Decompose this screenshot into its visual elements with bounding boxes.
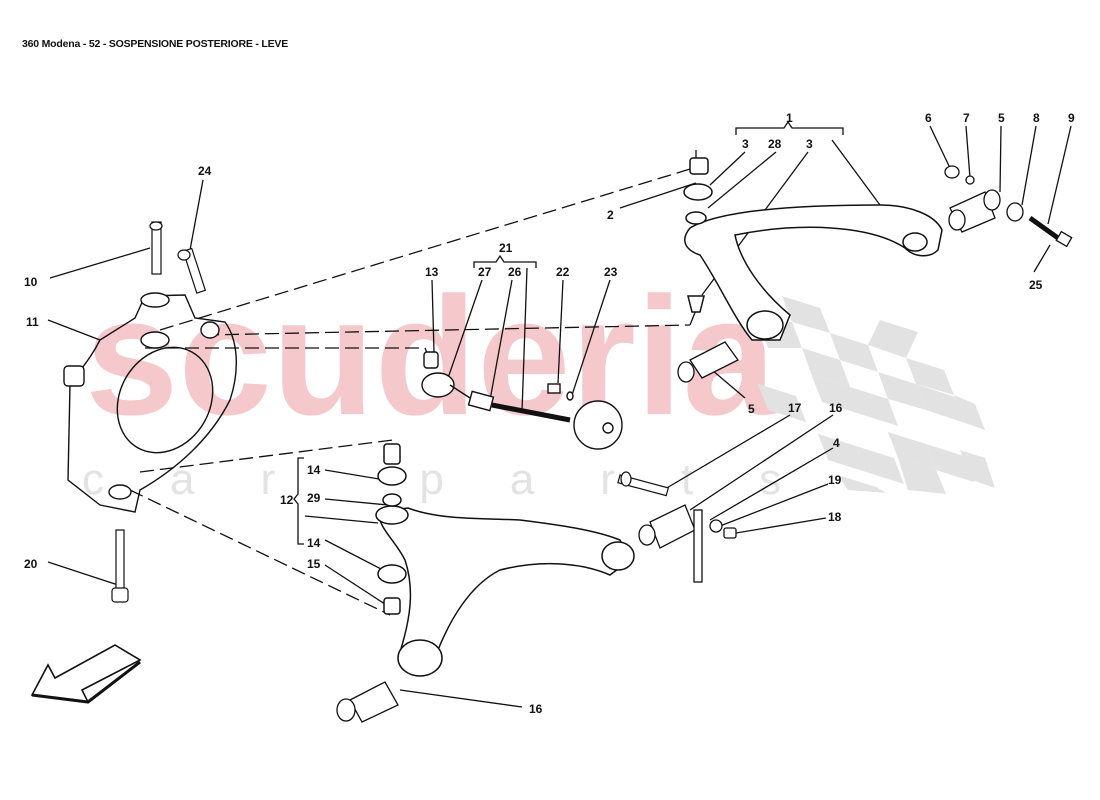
callout-15: 15 <box>307 557 321 571</box>
callout-22: 22 <box>556 265 570 279</box>
callout-9: 9 <box>1068 111 1075 125</box>
callout-28: 28 <box>768 137 782 151</box>
upper-bush-hardware <box>677 165 1073 383</box>
callout-6: 6 <box>925 111 932 125</box>
callout-1: 1 <box>786 111 793 125</box>
callout-24: 24 <box>198 164 212 178</box>
callout-11: 11 <box>26 315 39 329</box>
callout-17: 17 <box>788 401 802 415</box>
hub-carrier-part <box>63 292 238 513</box>
callout-14: 14 <box>307 463 321 477</box>
callout-23: 23 <box>604 265 618 279</box>
page-title: 360 Modena - 52 - SOSPENSIONE POSTERIORE… <box>22 38 288 50</box>
lower-bush-hardware <box>336 504 737 723</box>
callout-27: 27 <box>478 265 492 279</box>
upper-wishbone-part <box>683 157 943 341</box>
callout-7: 7 <box>963 111 970 125</box>
leader-lines <box>47 120 1072 708</box>
callout-2: 2 <box>607 208 614 222</box>
callout-14: 14 <box>307 536 321 550</box>
callout-20: 20 <box>24 557 38 571</box>
callout-19: 19 <box>828 473 842 487</box>
callout-5: 5 <box>748 402 755 416</box>
callout-16: 16 <box>829 401 843 415</box>
callout-29: 29 <box>307 491 321 505</box>
toe-link-part <box>421 351 623 450</box>
callout-26: 26 <box>508 265 522 279</box>
callout-10: 10 <box>24 275 38 289</box>
callout-16: 16 <box>529 702 543 716</box>
callout-13: 13 <box>425 265 439 279</box>
callout-4: 4 <box>833 436 840 450</box>
direction-arrow-icon <box>30 644 142 704</box>
callout-3: 3 <box>742 137 749 151</box>
callout-21: 21 <box>499 241 513 255</box>
lower-wishbone-part <box>375 443 635 677</box>
bolts <box>111 221 670 603</box>
callout-8: 8 <box>1033 111 1040 125</box>
checkered-flag-watermark <box>758 296 995 494</box>
callout-3: 3 <box>806 137 813 151</box>
callout-25: 25 <box>1029 278 1043 292</box>
callout-5: 5 <box>998 111 1005 125</box>
callout-18: 18 <box>828 510 842 524</box>
callout-12: 12 <box>280 493 294 507</box>
